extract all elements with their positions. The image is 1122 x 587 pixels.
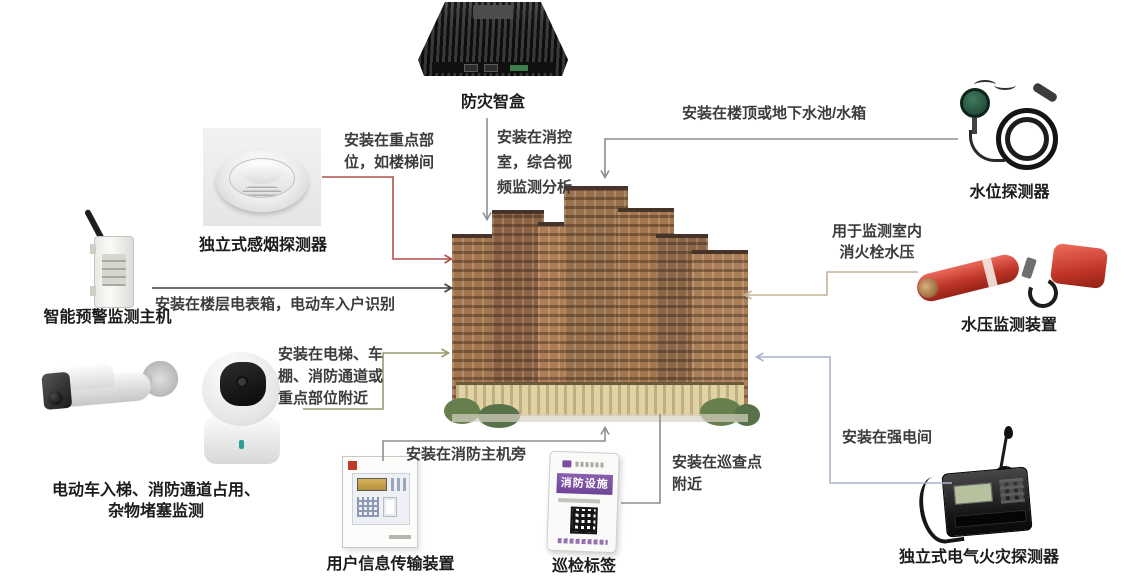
annotation-patrol-point: 安装在巡查点 附近 — [672, 454, 763, 493]
cable — [994, 80, 1016, 90]
camera-logo — [239, 440, 244, 449]
gauge-stem — [972, 118, 977, 134]
patrol-tag-label: 巡检标签 — [551, 558, 616, 575]
camera-lens — [236, 376, 248, 388]
water-level-detector-image — [958, 80, 1068, 180]
smart-box-label: 防灾智盒 — [460, 94, 525, 111]
tag-logo — [562, 460, 572, 468]
warning-host-panel — [102, 254, 126, 286]
smoke-detector-vents — [243, 186, 281, 196]
cable — [969, 130, 1005, 162]
annotation-roof-tank: 安装在楼顶或地下水池/水箱 — [682, 105, 867, 122]
terminal-block — [510, 65, 528, 71]
bullet-camera-image — [19, 353, 186, 452]
transmission-device-image — [342, 456, 424, 552]
keypad — [383, 497, 397, 517]
lcd-screen — [953, 482, 993, 505]
annotation-console-room: 安装在消控 室，综合视 频监测分析 — [497, 129, 573, 196]
building-tower — [564, 186, 628, 416]
smart-box-top-plate — [473, 5, 513, 19]
cylinder-cap — [916, 275, 941, 301]
detector-body — [941, 466, 1033, 538]
warning-host-label: 智能预警监测主机 — [43, 309, 172, 326]
pressure-transmitter — [1049, 242, 1109, 290]
din-clip — [90, 286, 96, 296]
tag-footer-text — [557, 538, 608, 545]
cable-coil — [996, 108, 1058, 170]
model-text — [389, 535, 411, 539]
water-level-label: 水位探测器 — [969, 184, 1050, 201]
connector-patrol-tag — [621, 414, 661, 504]
electrical-fire-label: 独立式电气火灾探测器 — [898, 549, 1059, 566]
annotation-hydrant-pressure: 用于监测室内 消火栓水压 — [831, 223, 922, 261]
ptz-camera-image — [190, 352, 295, 467]
terminal-strip — [954, 509, 1027, 528]
lcd-screen — [357, 478, 387, 491]
connector-water-level — [600, 138, 958, 180]
smart-box-image — [418, 2, 568, 90]
antenna-tip — [1004, 426, 1013, 439]
annotation-elevator-shed: 安装在电梯、车 棚、消防通道或 重点部位附近 — [278, 346, 384, 407]
indicator-grid — [357, 497, 379, 517]
gauge — [960, 88, 990, 118]
smoke-detector-dome — [241, 162, 283, 184]
electrical-fire-detector-image — [915, 426, 1048, 548]
ethernet-port — [464, 64, 478, 72]
tag-title-band: 消防设施 — [556, 473, 614, 495]
connector — [1021, 256, 1037, 280]
tag-card: 消防设施 — [546, 450, 620, 554]
annotation-power-room: 安装在强电间 — [842, 429, 933, 446]
transmission-label: 用户信息传输装置 — [326, 556, 455, 573]
building-photo — [444, 176, 760, 428]
keypad — [999, 477, 1026, 504]
ground — [452, 414, 748, 422]
ethernet-port — [484, 64, 498, 72]
cylinder-band — [982, 257, 998, 288]
smoke-detector-label: 独立式感烟探测器 — [198, 237, 327, 254]
tag-logo-text — [575, 461, 606, 468]
tag-subtitle — [558, 498, 601, 504]
probe — [1031, 81, 1059, 104]
water-pressure-label: 水压监测装置 — [960, 317, 1057, 334]
panel-body — [342, 456, 418, 548]
connector-smoke-detector — [322, 176, 454, 264]
warning-host-image — [82, 208, 142, 310]
indicator-grid — [391, 478, 407, 491]
qr-code — [569, 506, 598, 535]
connector-water-pressure — [742, 271, 918, 300]
cable — [974, 80, 996, 90]
annotation-key-parts: 安装在重点部 位，如楼梯间 — [344, 132, 435, 171]
cameras-label: 电动车入梯、消防通道占用、 杂物堵塞监测 — [51, 482, 260, 520]
brand-mark — [348, 461, 357, 470]
annotation-fire-host: 安装在消防主机旁 — [406, 446, 527, 463]
din-clip — [90, 244, 96, 254]
smoke-detector-image — [203, 128, 321, 226]
patrol-tag-image: 消防设施 — [546, 450, 624, 558]
annotation-meter-box: 安装在楼层电表箱，电动车入户识别 — [155, 296, 396, 313]
